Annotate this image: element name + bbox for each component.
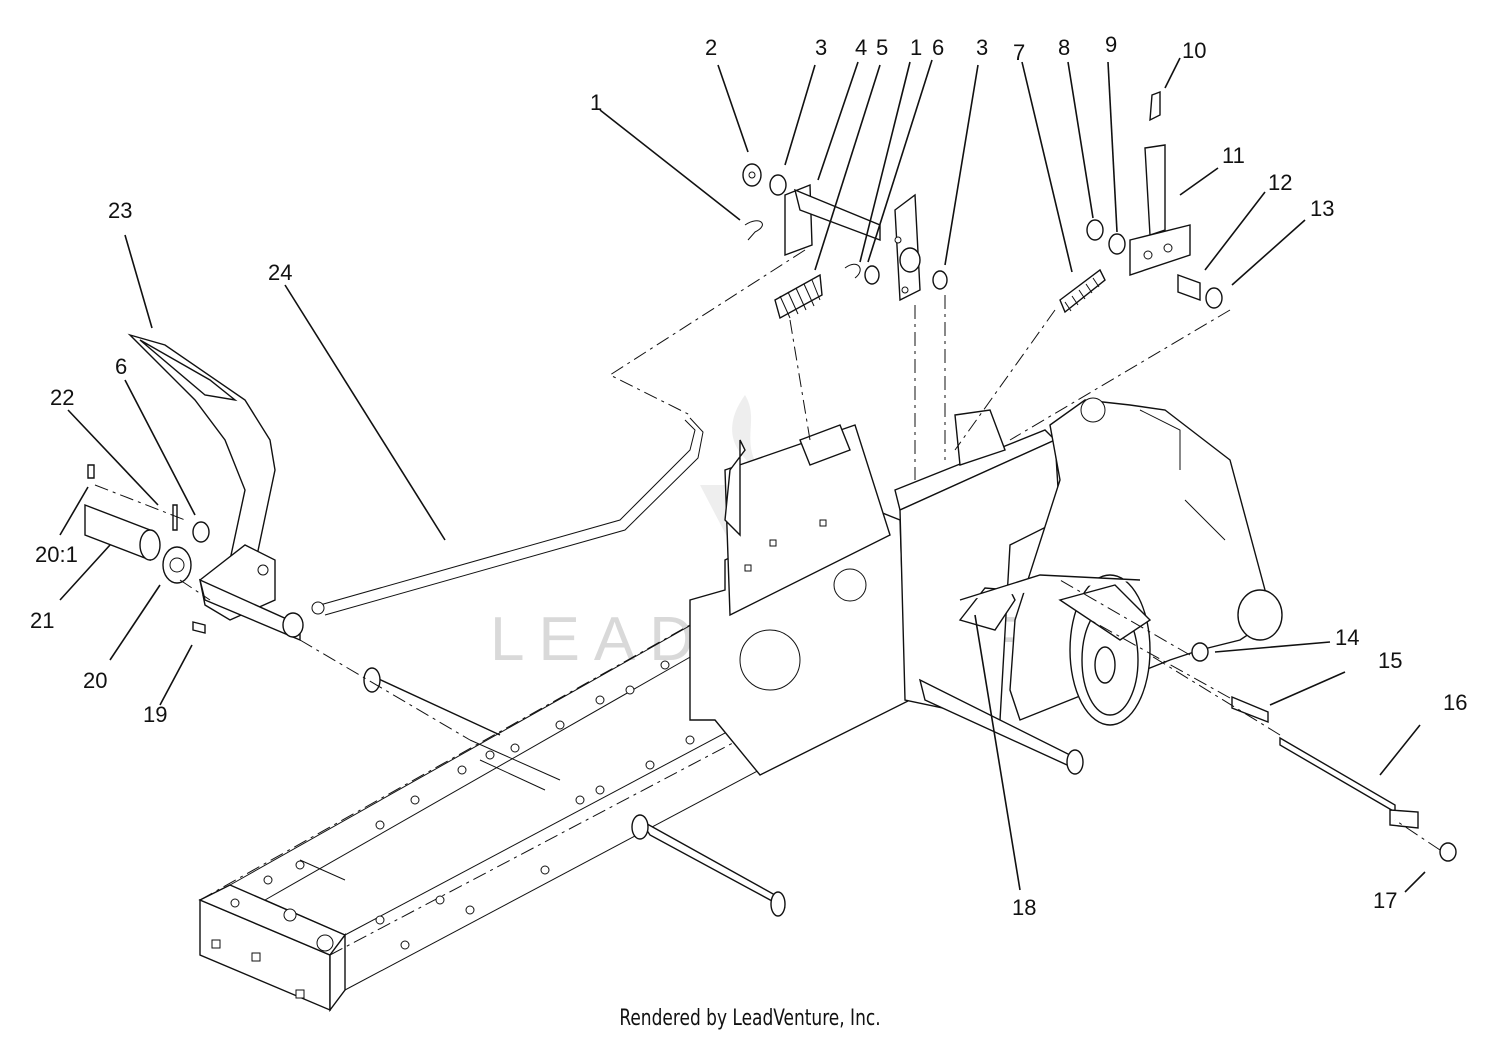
footer-credit: Rendered by LeadVenture, Inc. [619, 1006, 881, 1031]
spring-7 [1059, 268, 1106, 314]
callout-8: 8 [1058, 35, 1070, 60]
callout-24: 24 [268, 260, 292, 285]
callout-2: 2 [705, 35, 717, 60]
callout-18: 18 [1012, 895, 1036, 920]
callout-1b: 1 [910, 35, 922, 60]
brake-rod [311, 417, 704, 616]
brake-pedal [127, 333, 304, 642]
callout-21: 21 [30, 608, 54, 633]
rail-holes [211, 660, 695, 999]
axle-right [918, 678, 1084, 775]
callout-13: 13 [1310, 196, 1334, 221]
leader-lines [59, 57, 1426, 893]
callout-22: 22 [50, 385, 74, 410]
callout-19: 19 [143, 702, 167, 727]
pedal-hardware [84, 464, 210, 634]
spring-5 [774, 273, 823, 320]
callout-9: 9 [1105, 32, 1117, 57]
callout-7: 7 [1013, 40, 1025, 65]
callout-6a: 6 [932, 35, 944, 60]
callout-6b: 6 [115, 354, 127, 379]
callout-3a: 3 [815, 35, 827, 60]
callouts: 1 2 3 4 5 1 6 3 7 8 9 10 11 12 13 23 24 … [30, 32, 1467, 920]
callout-15: 15 [1378, 648, 1402, 673]
assembly-guides [94, 249, 1441, 851]
callout-11: 11 [1222, 143, 1245, 168]
callout-5: 5 [876, 35, 888, 60]
callout-4: 4 [855, 35, 867, 60]
callout-1a: 1 [590, 90, 602, 115]
upper-hardware [742, 90, 1457, 862]
callout-12: 12 [1268, 170, 1292, 195]
pulley [1058, 574, 1152, 726]
frame-assembly [198, 619, 911, 1013]
callout-17: 17 [1373, 888, 1397, 913]
callout-23: 23 [108, 198, 132, 223]
callout-20: 20 [83, 668, 107, 693]
callout-14: 14 [1335, 625, 1359, 650]
callout-3b: 3 [976, 35, 988, 60]
callout-20-1: 20:1 [35, 542, 78, 567]
chassis-plate [689, 409, 1061, 776]
callout-16: 16 [1443, 690, 1467, 715]
callout-10: 10 [1182, 38, 1206, 63]
